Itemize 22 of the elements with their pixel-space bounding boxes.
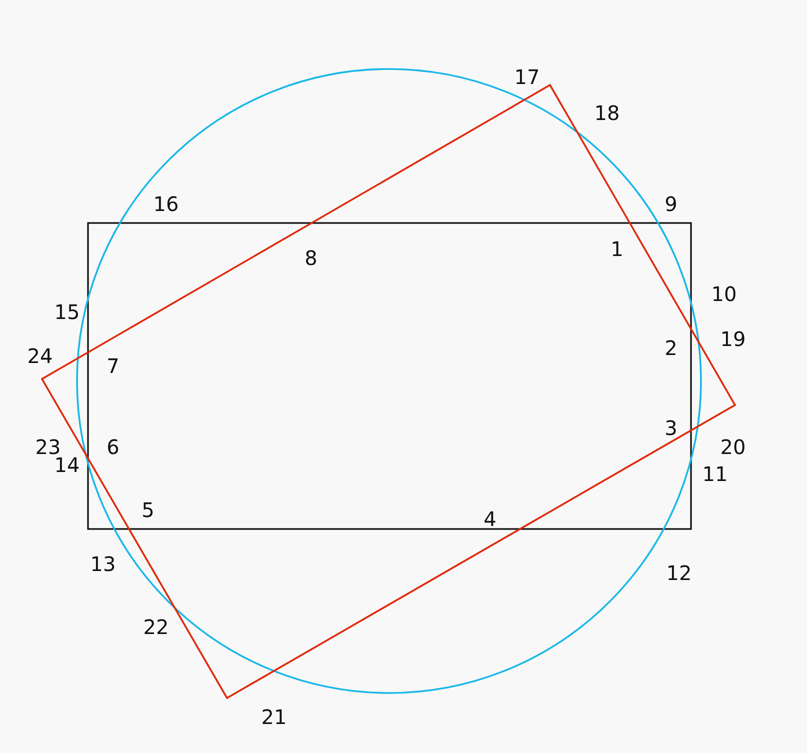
point-number: 20 [720, 436, 746, 458]
point-number: 8 [304, 247, 318, 269]
point-number: 18 [594, 102, 620, 124]
point-number: 13 [90, 553, 116, 575]
point-number: 17 [514, 66, 540, 88]
point-number: 11 [702, 463, 728, 485]
point-number: 10 [711, 283, 737, 305]
point-number: 7 [106, 355, 120, 377]
point-number: 2 [664, 337, 678, 359]
point-number: 22 [143, 616, 169, 638]
point-number: 16 [153, 193, 179, 215]
point-number: 21 [261, 706, 287, 728]
point-number: 19 [720, 328, 746, 350]
point-number: 1 [610, 238, 624, 260]
point-number: 3 [664, 417, 678, 439]
point-number: 9 [664, 193, 678, 215]
point-number: 12 [666, 562, 692, 584]
point-number: 4 [484, 508, 496, 530]
point-number: 15 [54, 301, 80, 323]
point-number: 24 [27, 345, 53, 367]
point-number: 6 [106, 436, 120, 458]
point-number: 5 [142, 499, 154, 521]
